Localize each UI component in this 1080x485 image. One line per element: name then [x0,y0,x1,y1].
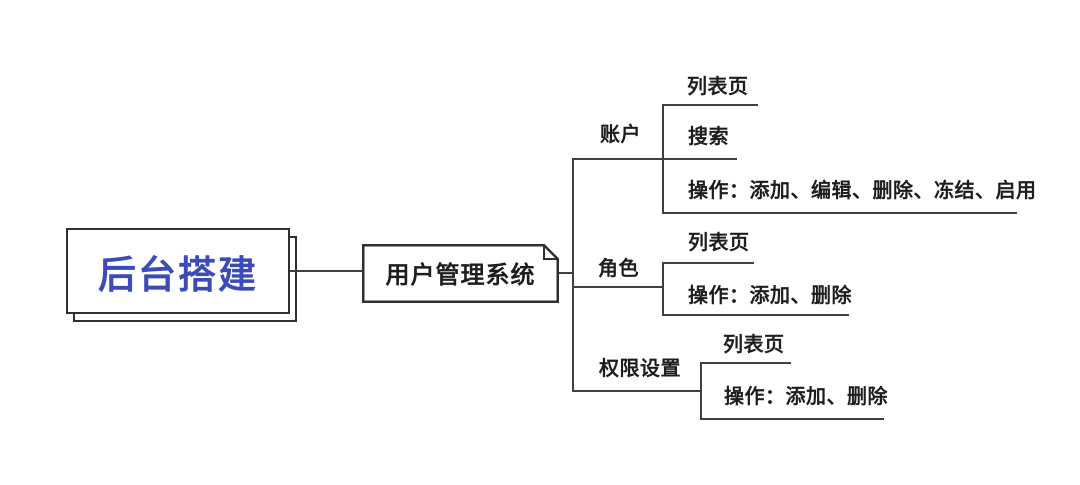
leaf-permission-operations-underline [700,418,884,420]
branch-role-children-bracket [662,262,664,316]
connector-topic-to-trunk [557,272,574,274]
leaf-account-operations-underline [662,212,1017,214]
branch-account-underline [572,158,737,160]
leaf-role-operations-underline [662,314,849,316]
leaf-permission-listpage-underline [700,362,791,364]
branch-account-children-bracket [662,104,664,214]
branch-node-account[interactable]: 账户 [600,124,641,146]
branch-node-role[interactable]: 角色 [598,258,639,280]
leaf-node-account-operations[interactable]: 操作：添加、编辑、删除、冻结、启用 [688,180,1037,202]
leaf-role-listpage-underline [662,262,754,264]
branch-permission-underline [572,390,702,392]
root-node[interactable]: 后台搭建 [66,228,290,314]
branch-permission-children-bracket [700,362,702,420]
connector-root-to-topic [288,270,363,272]
root-node-label: 后台搭建 [97,254,258,297]
branch-node-permission[interactable]: 权限设置 [599,358,681,380]
leaf-node-role-operations[interactable]: 操作：添加、删除 [688,285,852,307]
leaf-node-permission-operations[interactable]: 操作：添加、删除 [724,386,888,408]
topic-node-user-management[interactable]: 用户管理系统 [362,244,559,303]
leaf-account-listpage-underline [662,104,758,106]
leaf-node-account-listpage[interactable]: 列表页 [687,76,749,98]
trunk-line [572,158,574,392]
leaf-node-role-listpage[interactable]: 列表页 [688,232,750,254]
topic-node-label: 用户管理系统 [385,262,536,289]
document-shape [362,244,559,303]
dogear-fold-icon [543,245,558,260]
branch-role-underline [572,286,664,288]
leaf-node-account-search[interactable]: 搜索 [688,126,729,148]
leaf-node-permission-listpage[interactable]: 列表页 [723,334,785,356]
